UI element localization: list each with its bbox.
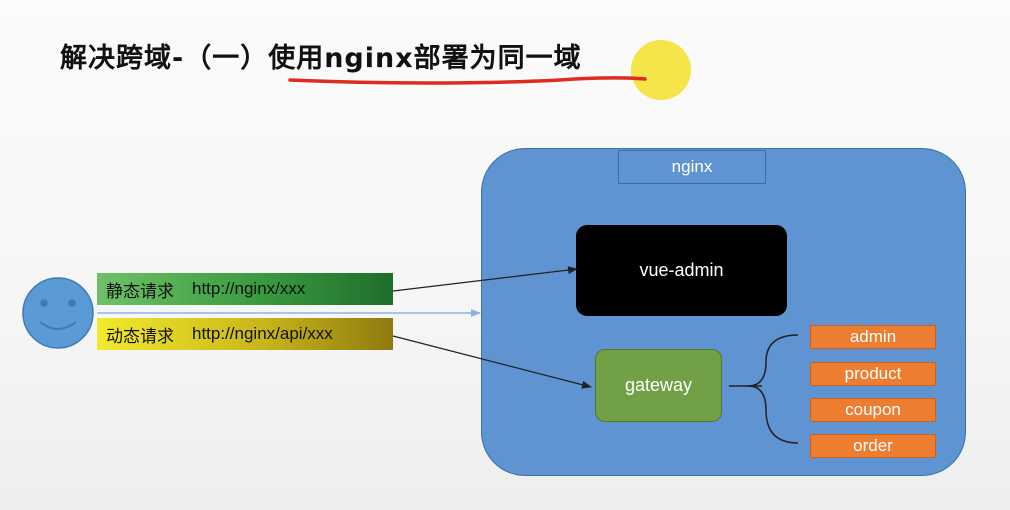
title-underline	[288, 76, 647, 85]
cursor-highlight	[631, 40, 691, 100]
static-request: 静态请求 http://nginx/xxx	[97, 273, 393, 305]
nginx-label: nginx	[618, 150, 766, 184]
dynamic-request-url: http://nginx/api/xxx	[192, 324, 333, 343]
static-request-url: http://nginx/xxx	[192, 279, 306, 298]
gateway-box: gateway	[595, 349, 722, 422]
dynamic-request-label: 动态请求	[106, 326, 174, 346]
service-product: product	[810, 362, 936, 386]
dynamic-request: 动态请求 http://nginx/api/xxx	[97, 318, 393, 350]
service-coupon: coupon	[810, 398, 936, 422]
slide-title: 解决跨域-（一）使用nginx部署为同一域	[60, 43, 582, 74]
vue-admin-box: vue-admin	[576, 225, 787, 316]
static-request-label: 静态请求	[106, 281, 174, 301]
dynamic-request-arrow	[392, 335, 592, 389]
service-admin: admin	[810, 325, 936, 349]
service-order: order	[810, 434, 936, 458]
service-brace	[747, 334, 799, 444]
static-request-arrow	[392, 266, 578, 292]
user-smiley-icon	[22, 277, 94, 349]
